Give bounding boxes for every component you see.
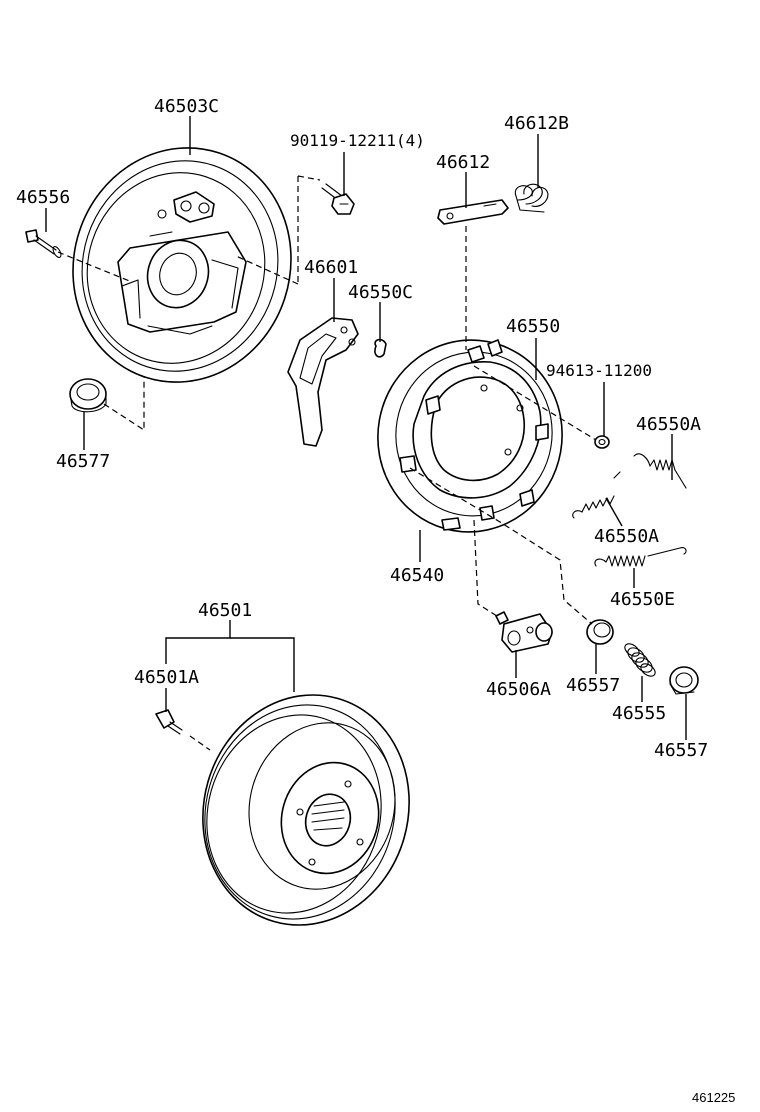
label-46612: 46612 [436,152,490,173]
hub-bolt-46501A-illustration [155,709,183,735]
spring-46555-illustration [624,643,656,677]
brake-shoe-illustration [377,339,563,533]
label-90119-12211: 90119-12211(4) [290,131,425,150]
label-46540: 46540 [390,565,444,586]
label-46557-upper: 46557 [566,675,620,696]
bolt-90119-illustration [321,183,355,215]
washer-94613-illustration [594,435,610,449]
leader-lines [45,116,687,740]
pin-46556-illustration [25,229,62,258]
label-46557-lower: 46557 [654,740,708,761]
strut-46612-illustration [437,199,509,225]
label-94613-11200: 94613-11200 [546,361,652,380]
label-46577: 46577 [56,451,110,472]
spring-46550A-upper-illustration [633,453,687,489]
spring-46612B-illustration [514,183,549,213]
cup-46557-lower-illustration [669,666,699,695]
label-46612B: 46612B [504,113,569,134]
backing-plate-illustration [72,147,292,383]
lever-46601-illustration [287,317,359,447]
label-46550A-lower: 46550A [594,526,659,547]
label-46503C: 46503C [154,96,219,117]
label-46506A: 46506A [486,679,551,700]
label-46550: 46550 [506,316,560,337]
clip-46550C-illustration [374,338,387,358]
label-46501: 46501 [198,600,252,621]
plug-46577-illustration [69,378,107,413]
alignment-lines [57,175,597,751]
spring-46550E-illustration [594,547,687,567]
label-46550E: 46550E [610,589,675,610]
figure-id: 461225 [692,1090,735,1105]
label-46501A: 46501A [134,667,199,688]
label-46550A-upper: 46550A [636,414,701,435]
label-46556: 46556 [16,187,70,208]
cup-46557-upper-illustration [586,619,614,645]
label-46550C: 46550C [348,282,413,303]
wheel-cylinder-46506A-illustration [495,611,553,653]
label-46601: 46601 [304,257,358,278]
label-46555: 46555 [612,703,666,724]
brake-drum-illustration [202,694,410,926]
